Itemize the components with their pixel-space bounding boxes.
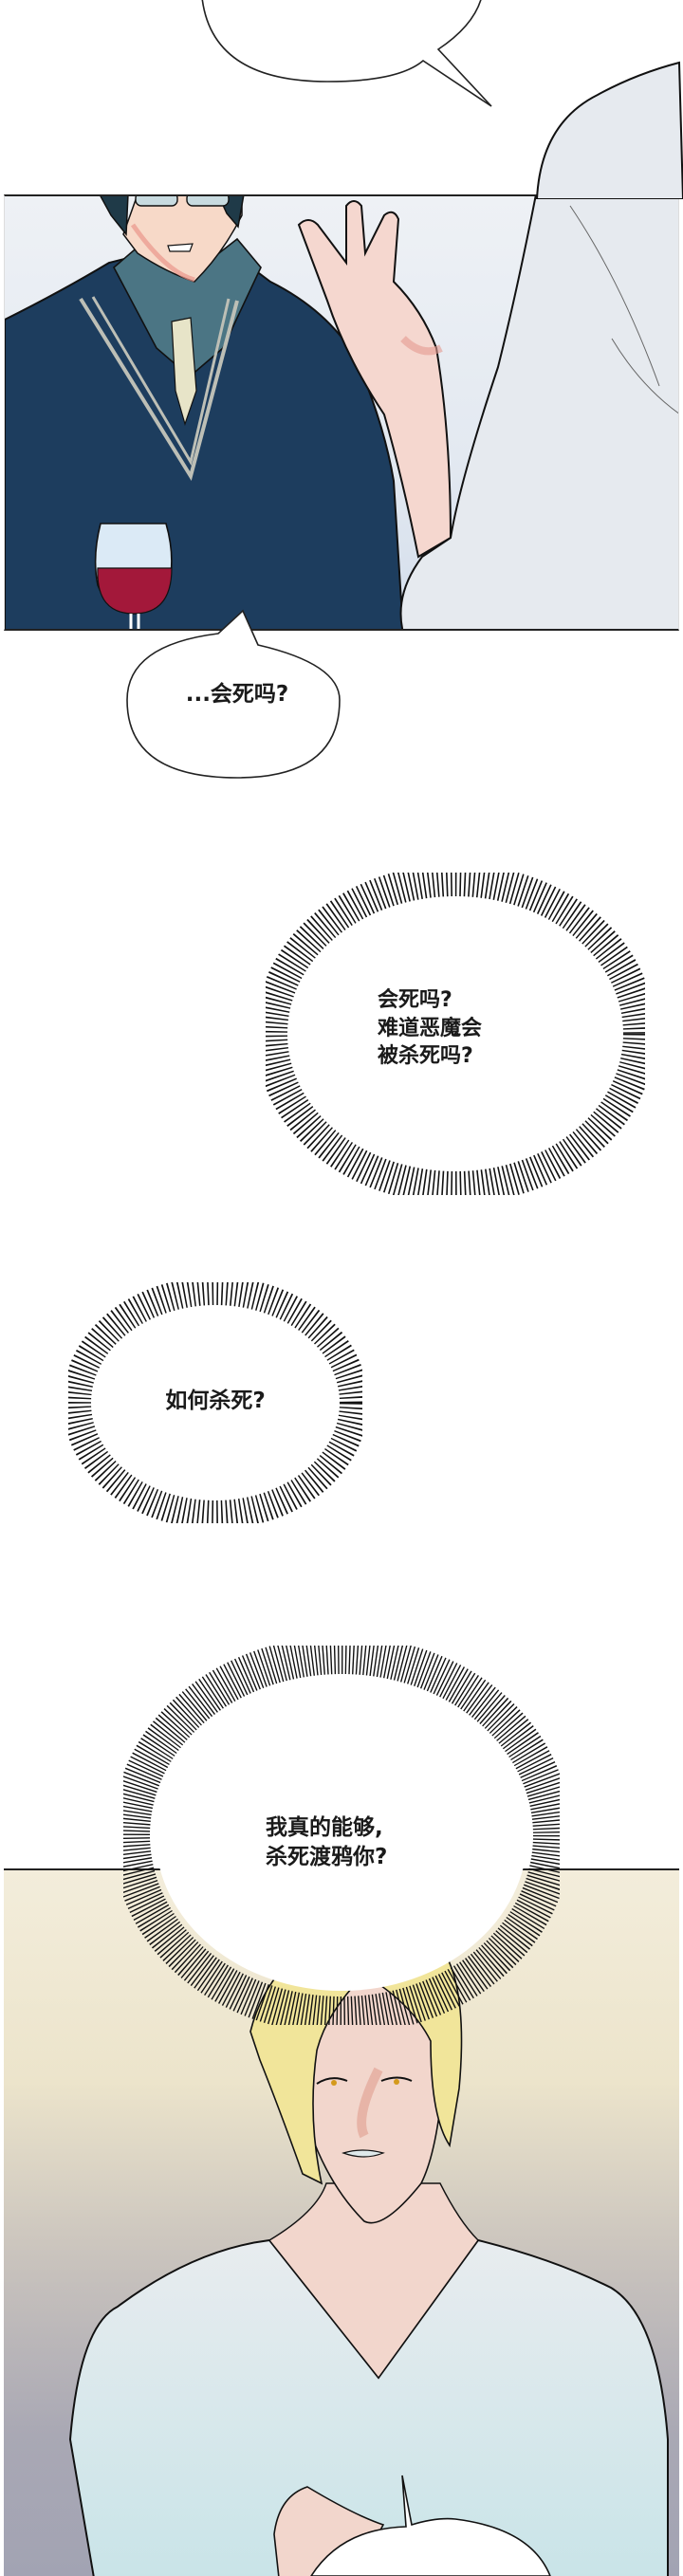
coat-overflow (535, 61, 683, 199)
thought-burst-2 (68, 1282, 362, 1523)
speech-bubble-1 (126, 609, 341, 779)
speech-bubble-top (201, 0, 492, 107)
panel-1 (4, 194, 679, 631)
thought-burst-1 (266, 873, 645, 1195)
panel-1-art (5, 196, 678, 629)
thought-burst-3 (123, 1646, 560, 2025)
thought-burst-3-text: 我真的能够, 杀死渡鸦你? (266, 1815, 388, 1870)
thought-burst-2-text: 如何杀死? (165, 1389, 266, 1413)
thought-burst-1-text: 会死吗? 难道恶魔会 被杀死吗? (378, 988, 483, 1069)
speech-bubble-bottom (310, 2475, 551, 2576)
speech-bubble-1-text: ...会死吗? (185, 682, 289, 707)
